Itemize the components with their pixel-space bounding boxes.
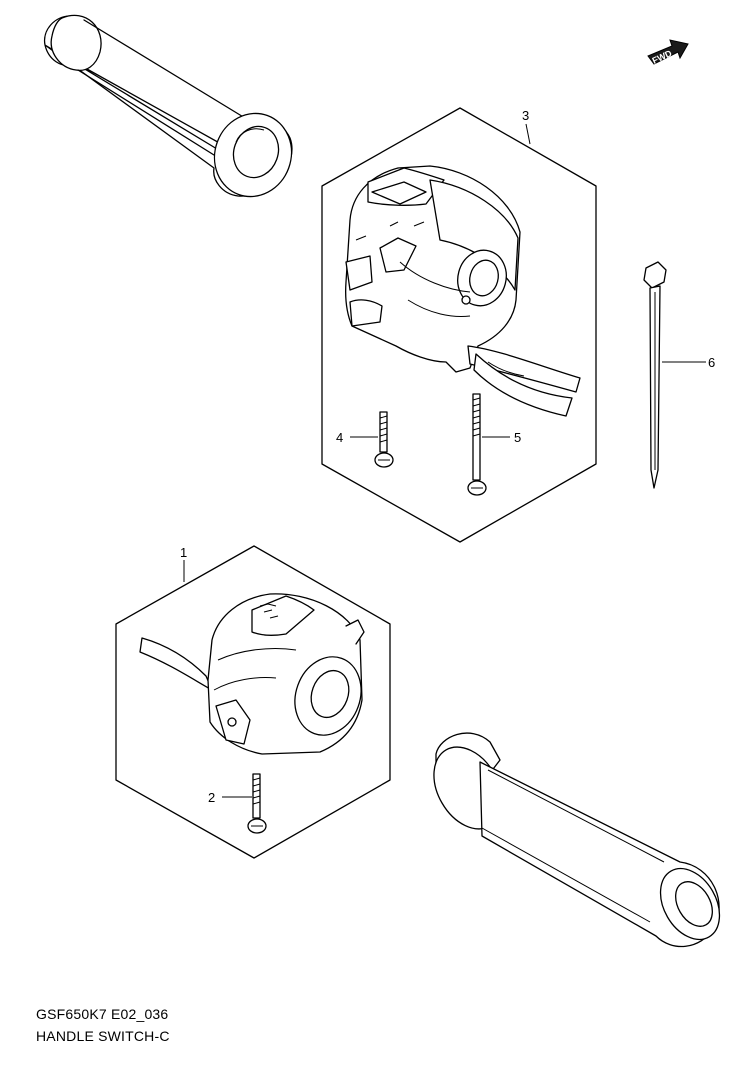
diagram-title: HANDLE SWITCH-C [36, 1028, 170, 1044]
right-throttle-grip [433, 732, 721, 948]
left-handle-switch [139, 593, 365, 755]
cable-tie-6 [643, 261, 706, 489]
switch-assy-3-frame [321, 107, 597, 543]
callout-2: 2 [208, 790, 215, 805]
screw-5 [467, 393, 510, 496]
callout-4: 4 [336, 430, 343, 445]
right-handle-switch [345, 165, 581, 417]
diagram-code: GSF650K7 E02_036 [36, 1006, 169, 1022]
callout-5: 5 [514, 430, 521, 445]
screw-2 [222, 773, 267, 834]
screw-4 [350, 411, 394, 468]
switch-assy-1-frame [115, 545, 391, 859]
callout-6: 6 [708, 355, 715, 370]
callout-1: 1 [180, 545, 187, 560]
fwd-arrow-icon: FWD [647, 39, 689, 66]
left-grip [43, 14, 293, 198]
callout-3: 3 [522, 108, 529, 123]
